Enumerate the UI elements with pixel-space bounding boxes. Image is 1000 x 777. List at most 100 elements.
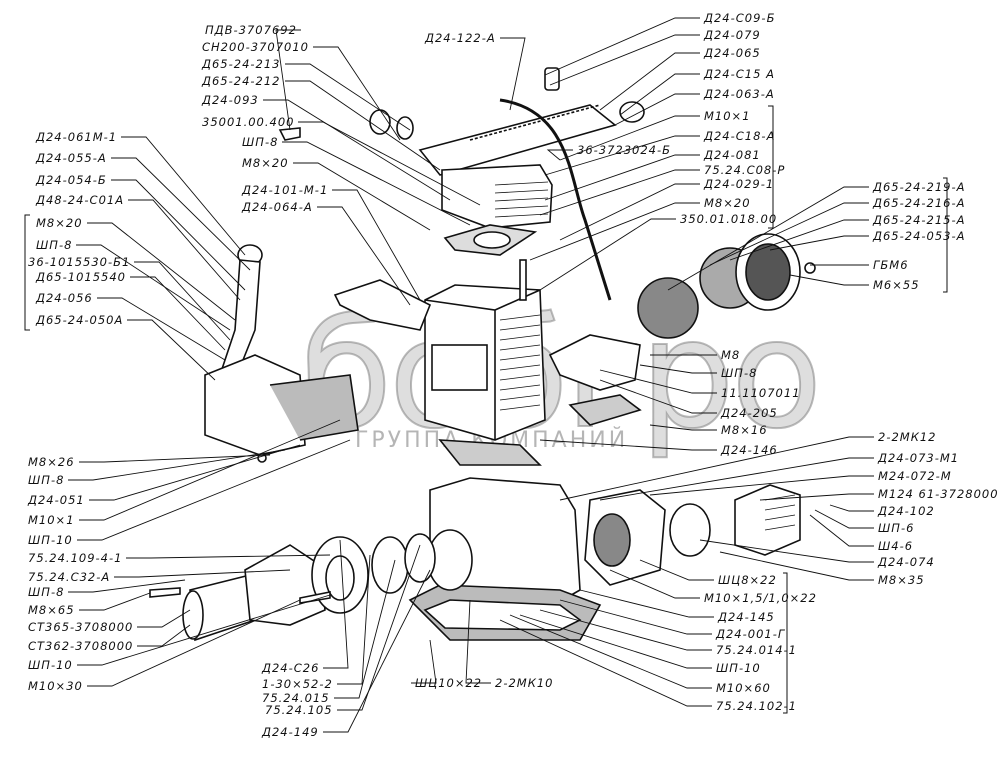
part-label: Д24-074 [878, 555, 935, 569]
part-label: Д65-24-213 [202, 57, 281, 71]
crankcase-part [408, 477, 602, 641]
part-label: 75.24.С08-Р [704, 163, 786, 177]
leader-line [709, 202, 869, 266]
leader-line [317, 206, 411, 306]
part-label: 1-30×52-2 [262, 677, 333, 691]
part-label: Д48-24-С01А [36, 193, 125, 207]
leader-line [667, 186, 869, 291]
leader-line [465, 599, 491, 684]
leader-line [337, 554, 371, 685]
part-label: 350.01.018.00 [680, 212, 778, 226]
part-label: Д24-064-А [242, 200, 313, 214]
leader-line [539, 218, 676, 291]
leader-line [599, 369, 717, 394]
leader-line [79, 592, 151, 611]
leader-line [111, 179, 246, 291]
part-label: М8×20 [704, 196, 751, 210]
part-label: 75.24.109-4-1 [28, 551, 123, 565]
part-label: М8×35 [878, 573, 925, 587]
part-label: М10×1 [28, 513, 75, 527]
leader-line [285, 63, 411, 131]
part-label: 75.24.105 [265, 703, 333, 717]
leader-line [76, 244, 231, 331]
leader-line [579, 589, 714, 618]
part-label: Д24-001-Г [716, 627, 786, 641]
leader-line [79, 454, 271, 463]
leader-line [639, 364, 717, 374]
leader-line [599, 52, 700, 111]
part-label: Д24-101-М-1 [242, 183, 329, 197]
leader-line [499, 619, 712, 707]
air-filter-part [637, 233, 816, 339]
leader-line [77, 594, 331, 666]
leader-line [509, 614, 712, 689]
leader-line [130, 276, 226, 351]
leader-line [87, 599, 301, 687]
leader-line [111, 157, 251, 271]
part-label: Д24-073-М1 [878, 451, 960, 465]
leader-line [282, 141, 471, 226]
leader-line [649, 475, 874, 496]
leader-lines [68, 17, 874, 733]
leader-line [699, 539, 874, 563]
leader-line [559, 183, 700, 241]
leader-line [809, 514, 874, 547]
magneto-part [584, 484, 801, 586]
part-label: Д65-24-050А [36, 313, 124, 327]
part-label: Д24-051 [28, 493, 85, 507]
part-label: Д24-063-А [704, 87, 775, 101]
leader-line [614, 93, 700, 126]
leader-line [599, 379, 717, 414]
intake-pipe-part [218, 244, 432, 381]
leader-line [275, 29, 301, 131]
leader-line [332, 189, 421, 301]
part-label: М24-072-М [878, 469, 952, 483]
part-label: ГБМ6 [873, 258, 909, 272]
part-label: ШП-8 [28, 585, 65, 599]
leader-line [529, 202, 700, 261]
part-label: ШП-10 [28, 658, 73, 672]
part-label: Д24-146 [721, 443, 778, 457]
part-label: 36-1015530-Б1 [28, 255, 131, 269]
part-label: Д24-149 [262, 725, 319, 739]
part-label: ШЦ8×22 [718, 573, 777, 587]
leader-line [546, 149, 573, 161]
leader-line [544, 17, 700, 76]
part-label: Д24-С18-А [704, 129, 776, 143]
leader-line [263, 99, 451, 201]
part-label: Д65-24-216-А [873, 196, 966, 210]
part-label: Д24-102 [878, 504, 935, 518]
leader-line [137, 609, 191, 628]
leader-line [719, 551, 874, 581]
part-label: ШП-8 [242, 135, 279, 149]
part-label: 2-2МК12 [878, 430, 937, 444]
carburetor-part [548, 334, 642, 426]
part-label: Д24-079 [704, 28, 761, 42]
leader-line [559, 436, 874, 501]
part-label: М8×20 [242, 156, 289, 170]
leader-line [293, 162, 431, 231]
part-label: Д24-081 [704, 148, 761, 162]
leader-line [411, 639, 437, 684]
leader-line [539, 169, 700, 216]
leader-line [500, 37, 526, 111]
part-label: Д24-С09-Б [704, 11, 776, 25]
part-label: М10×60 [716, 681, 771, 695]
leader-line [68, 449, 286, 481]
leader-line [134, 261, 231, 341]
leader-line [559, 115, 700, 161]
part-label: СН200-3707010 [202, 40, 309, 54]
leader-line [323, 539, 349, 669]
part-label: 75.24.015 [262, 691, 330, 705]
part-label: Д24-145 [718, 610, 775, 624]
part-label: Д24-054-Б [36, 173, 107, 187]
part-label: Д65-1015540 [36, 270, 126, 284]
leader-line [77, 439, 351, 541]
part-label: 75.24.014-1 [716, 643, 797, 657]
leader-line [789, 274, 869, 286]
part-label: М8 [721, 348, 741, 362]
leader-line [814, 509, 874, 529]
exhaust-pipe-part [278, 67, 645, 176]
leader-line [639, 559, 714, 581]
leader-line [544, 135, 700, 176]
